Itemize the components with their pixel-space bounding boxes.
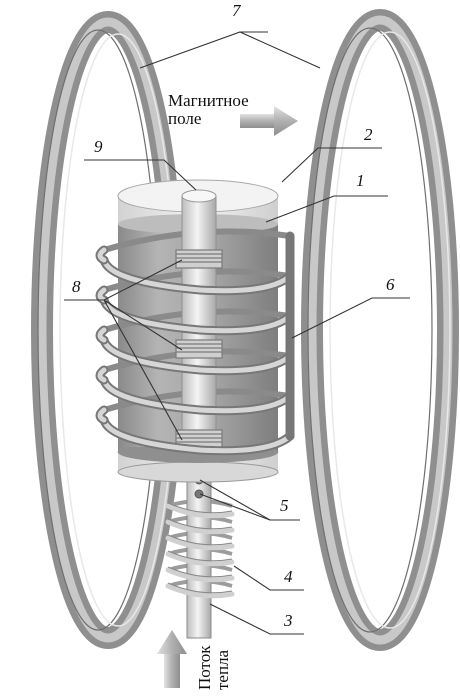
lower-coil-front bbox=[165, 503, 235, 599]
leader-7 bbox=[139, 31, 321, 69]
callout-8: 8 bbox=[72, 277, 81, 296]
callout-5: 5 bbox=[280, 496, 289, 515]
leader-6 bbox=[291, 297, 410, 339]
leader-lines bbox=[64, 31, 410, 635]
lower-coil-outline bbox=[167, 502, 233, 594]
callout-6: 6 bbox=[386, 275, 395, 294]
heat-flow-label-line1: Поток bbox=[195, 645, 214, 690]
leader-5-b bbox=[199, 493, 271, 521]
magnetic-field-label: Магнитное поле bbox=[168, 92, 249, 128]
callout-7: 7 bbox=[232, 1, 241, 20]
leader-2 bbox=[281, 147, 382, 183]
heat-flow-label: Поток тепла bbox=[195, 645, 232, 690]
leader-8b bbox=[103, 299, 183, 351]
magnetic-field-label-line2: поле bbox=[168, 108, 202, 128]
leader-4 bbox=[233, 565, 304, 591]
leader-9 bbox=[84, 159, 197, 191]
callout-9: 9 bbox=[94, 137, 103, 156]
callout-4: 4 bbox=[284, 567, 293, 586]
right-ring bbox=[301, 9, 459, 651]
heat-flow-label-line2: тепла bbox=[212, 649, 232, 690]
magnetic-field-label-line1: Магнитное bbox=[168, 91, 249, 110]
heat-flow-arrow bbox=[157, 630, 187, 688]
clamp-middle bbox=[175, 339, 223, 359]
leader-1 bbox=[265, 195, 388, 223]
leader-8a bbox=[103, 259, 183, 301]
bottom-rod bbox=[186, 467, 212, 639]
outer-coil-front bbox=[95, 231, 295, 456]
callout-1: 1 bbox=[356, 171, 365, 190]
magnetic-field-arrow bbox=[240, 106, 298, 136]
callout-2: 2 bbox=[364, 125, 373, 144]
callout-3: 3 bbox=[284, 611, 293, 630]
leader-8c bbox=[103, 299, 183, 441]
leader-3 bbox=[209, 603, 304, 635]
clamp-top bbox=[175, 249, 223, 269]
rod-clamps bbox=[175, 249, 223, 449]
